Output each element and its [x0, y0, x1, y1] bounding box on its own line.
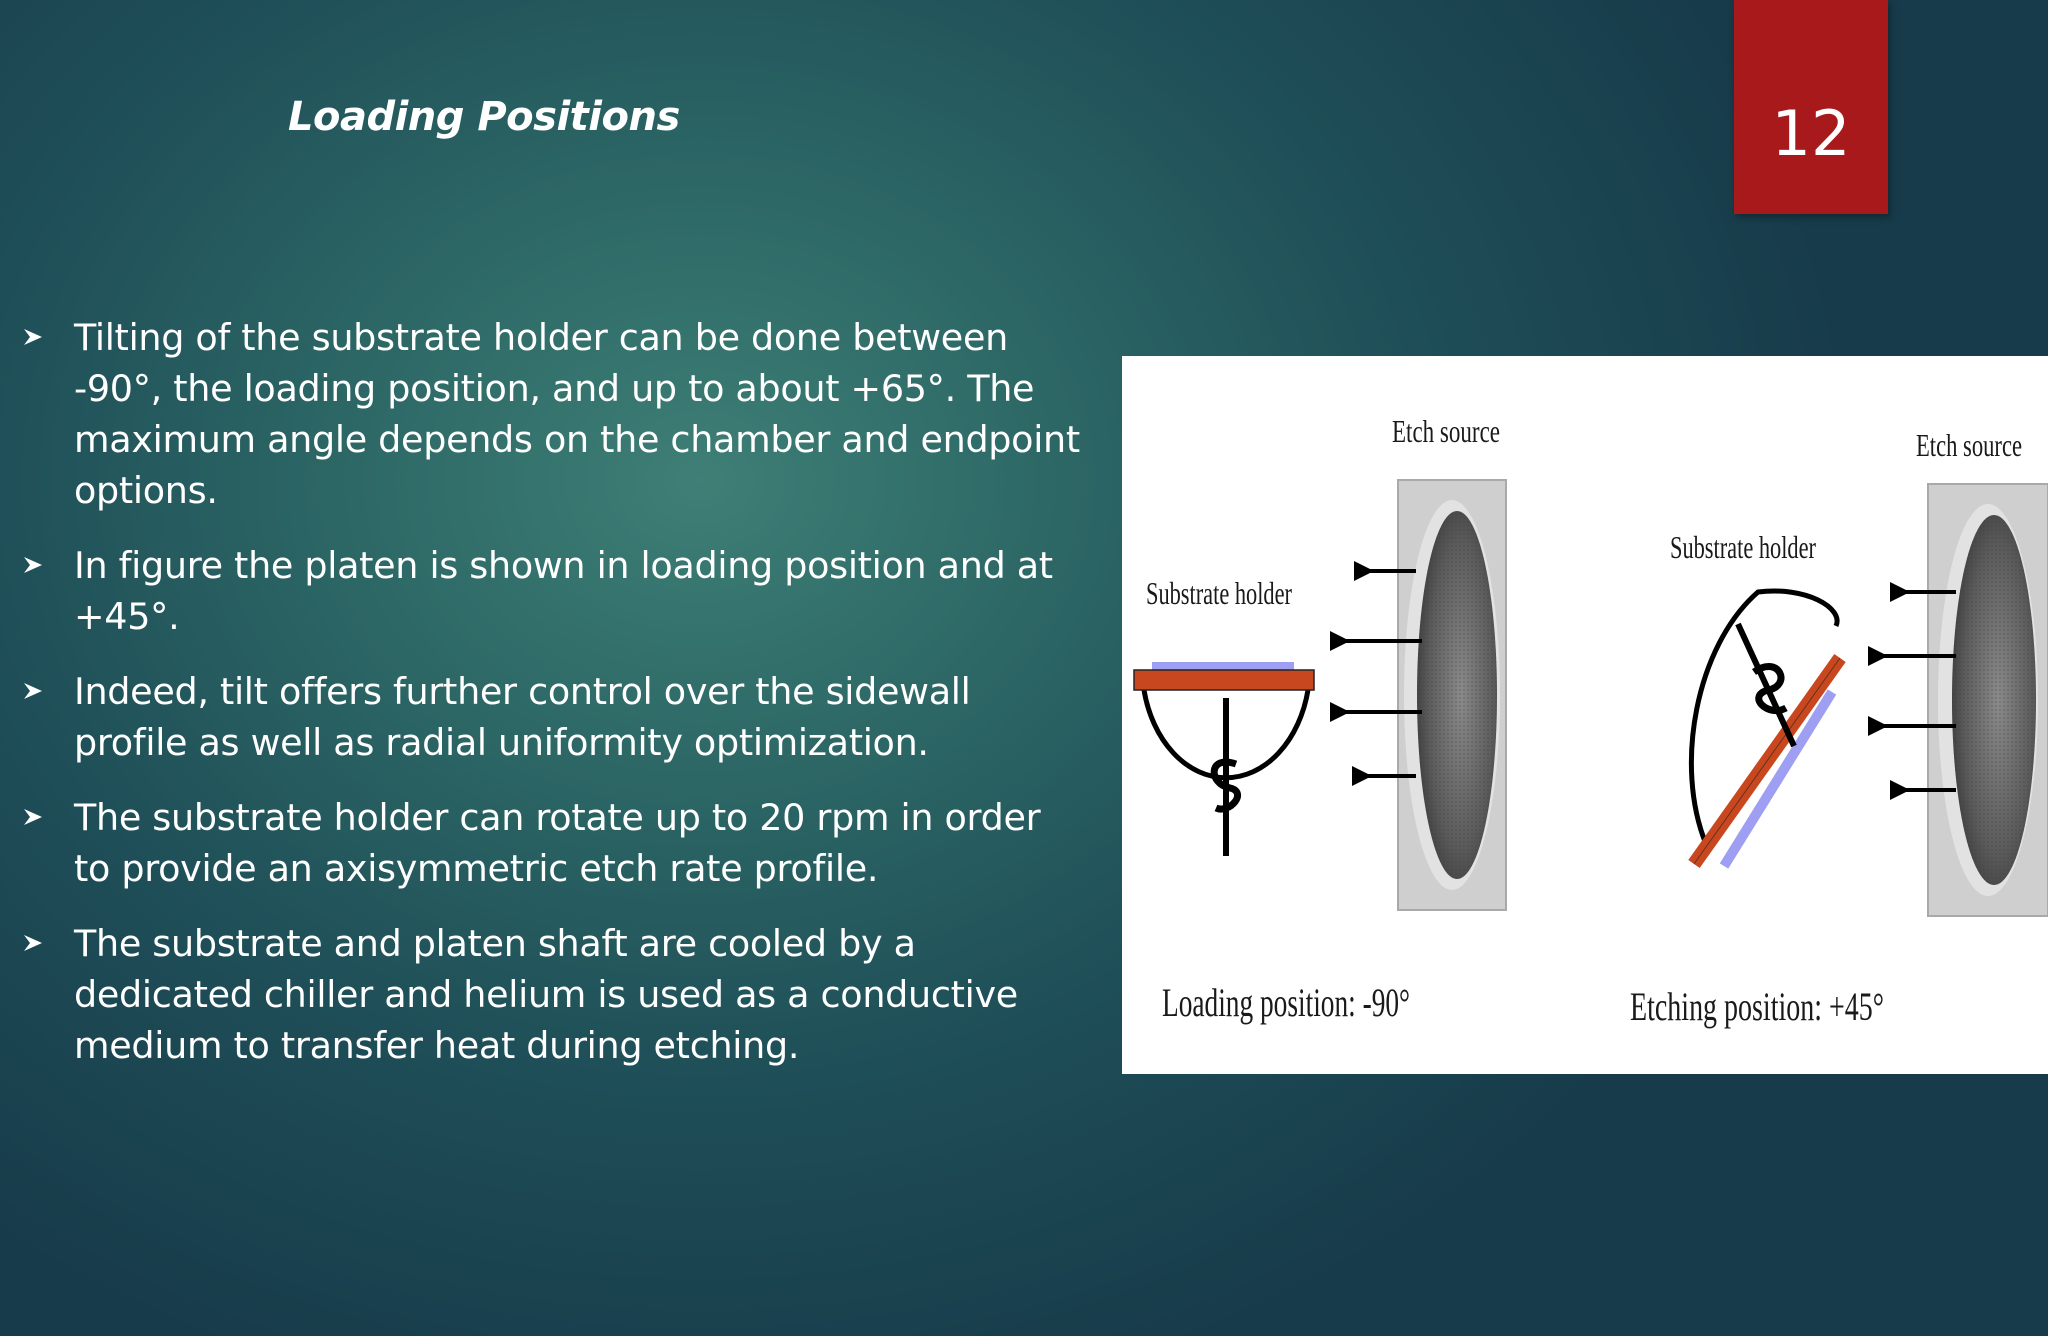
right-etch-source-icon	[1927, 483, 2048, 917]
page-number-box: 12	[1734, 0, 1888, 214]
bullet-text: In figure the platen is shown in loading…	[74, 544, 1053, 638]
right-etch-arrows-icon	[1868, 582, 1956, 800]
bullet-item: Indeed, tilt offers further control over…	[18, 666, 1080, 768]
bullet-text: The substrate and platen shaft are coole…	[74, 922, 1018, 1067]
page-number: 12	[1771, 96, 1851, 170]
left-substrate-holder-label: Substrate holder	[1146, 575, 1292, 611]
loading-positions-figure: Etch source Substrate holder Loading pos…	[1122, 356, 2048, 1074]
right-etch-source-label: Etch source	[1916, 427, 2022, 463]
bullet-item: In figure the platen is shown in loading…	[18, 540, 1080, 642]
left-substrate-holder-icon	[1133, 662, 1315, 856]
right-caption: Etching position: +45°	[1630, 984, 1884, 1029]
arrowhead-bullet-icon	[24, 935, 42, 951]
right-substrate-holder-label: Substrate holder	[1670, 529, 1816, 565]
arrowhead-bullet-icon	[24, 809, 42, 825]
left-etch-source-icon	[1397, 479, 1507, 911]
right-substrate-holder-icon	[1688, 588, 1846, 869]
slide-title: Loading Positions	[288, 94, 680, 140]
figure-svg: Etch source Substrate holder Loading pos…	[1133, 413, 2048, 1029]
left-caption: Loading position: -90°	[1162, 980, 1410, 1025]
bullet-text: Tilting of the substrate holder can be d…	[74, 316, 1080, 512]
bullet-text: Indeed, tilt offers further control over…	[74, 670, 971, 764]
arrowhead-bullet-icon	[24, 329, 42, 345]
bullet-item: The substrate holder can rotate up to 20…	[18, 792, 1080, 894]
bullet-text: The substrate holder can rotate up to 20…	[74, 796, 1041, 890]
arrowhead-bullet-icon	[24, 683, 42, 699]
bullet-item: Tilting of the substrate holder can be d…	[18, 312, 1080, 516]
bullet-item: The substrate and platen shaft are coole…	[18, 918, 1080, 1071]
bullet-list: Tilting of the substrate holder can be d…	[18, 312, 1080, 1095]
left-etch-arrows-icon	[1330, 561, 1422, 786]
arrowhead-bullet-icon	[24, 557, 42, 573]
left-etch-source-label: Etch source	[1392, 413, 1500, 449]
